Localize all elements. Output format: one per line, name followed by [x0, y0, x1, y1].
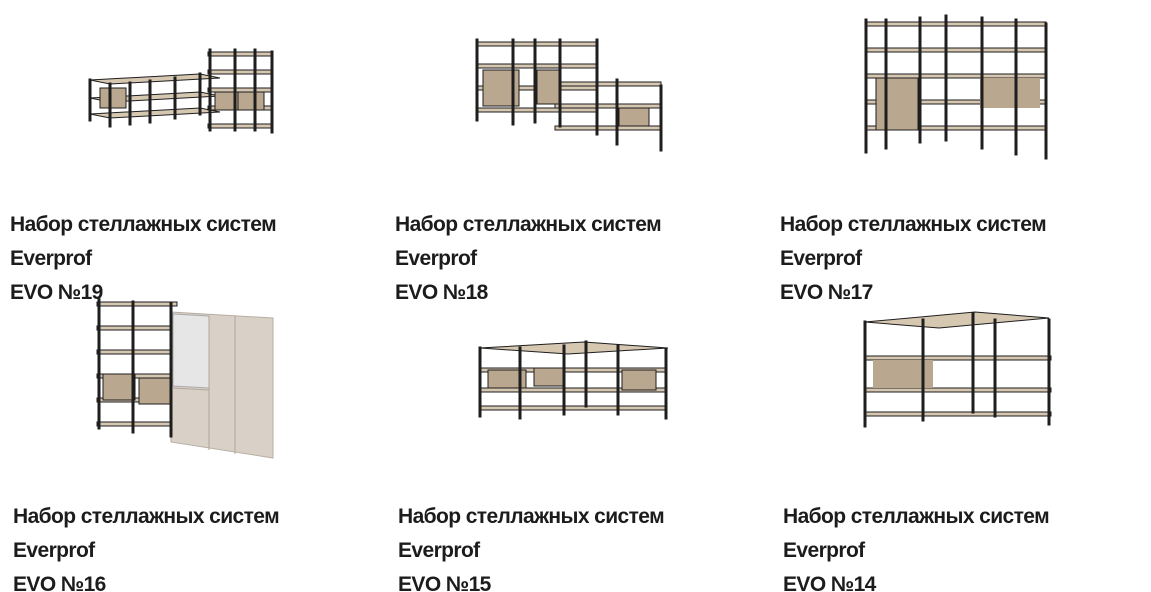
shelving-set-image — [475, 38, 663, 152]
product-title-line: Набор стеллажных систем Everprof — [13, 505, 280, 562]
product-model: EVO №17 — [780, 281, 873, 304]
product-card[interactable]: Набор стеллажных систем Everprof EVO №15 — [388, 300, 748, 592]
product-title-line: Набор стеллажных систем Everprof — [395, 213, 662, 270]
product-model: EVO №15 — [398, 573, 491, 592]
product-image[interactable] — [773, 300, 1133, 490]
product-title-line: Набор стеллажных систем Everprof — [783, 505, 1050, 562]
product-title-line: Набор стеллажных систем Everprof — [10, 213, 277, 270]
product-model: EVO №18 — [395, 281, 488, 304]
product-card[interactable]: Набор стеллажных систем Everprof EVO №16 — [3, 298, 363, 592]
product-image[interactable] — [388, 300, 748, 490]
product-title[interactable]: Набор стеллажных систем Everprof EVO №15 — [398, 500, 743, 592]
product-title-line: Набор стеллажных систем Everprof — [780, 213, 1047, 270]
shelving-set-image — [864, 14, 1048, 160]
product-title[interactable]: Набор стеллажных систем Everprof EVO №14 — [783, 500, 1128, 592]
product-image[interactable] — [0, 8, 360, 198]
product-card[interactable]: Набор стеллажных систем Everprof EVO №18 — [385, 8, 745, 304]
product-card[interactable]: Набор стеллажных систем Everprof EVO №17 — [770, 8, 1130, 304]
product-image[interactable] — [385, 8, 745, 198]
shelving-set-image — [863, 311, 1052, 428]
product-model: EVO №19 — [10, 281, 103, 304]
product-title[interactable]: Набор стеллажных систем Everprof EVO №18 — [395, 208, 740, 310]
product-title[interactable]: Набор стеллажных систем Everprof EVO №17 — [780, 208, 1125, 310]
shelving-with-wardrobe-image — [96, 298, 274, 459]
product-card[interactable]: Набор стеллажных систем Everprof EVO №19 — [0, 8, 360, 304]
product-model: EVO №14 — [783, 573, 876, 592]
shelving-set-image — [478, 340, 669, 420]
product-title-line: Набор стеллажных систем Everprof — [398, 505, 665, 562]
product-image[interactable] — [770, 8, 1130, 198]
shelving-set-image — [88, 48, 274, 134]
product-model: EVO №16 — [13, 573, 106, 592]
product-image[interactable] — [3, 298, 363, 490]
product-title[interactable]: Набор стеллажных систем Everprof EVO №19 — [10, 208, 355, 310]
product-card[interactable]: Набор стеллажных систем Everprof EVO №14 — [773, 300, 1133, 592]
product-title[interactable]: Набор стеллажных систем Everprof EVO №16 — [13, 500, 358, 592]
